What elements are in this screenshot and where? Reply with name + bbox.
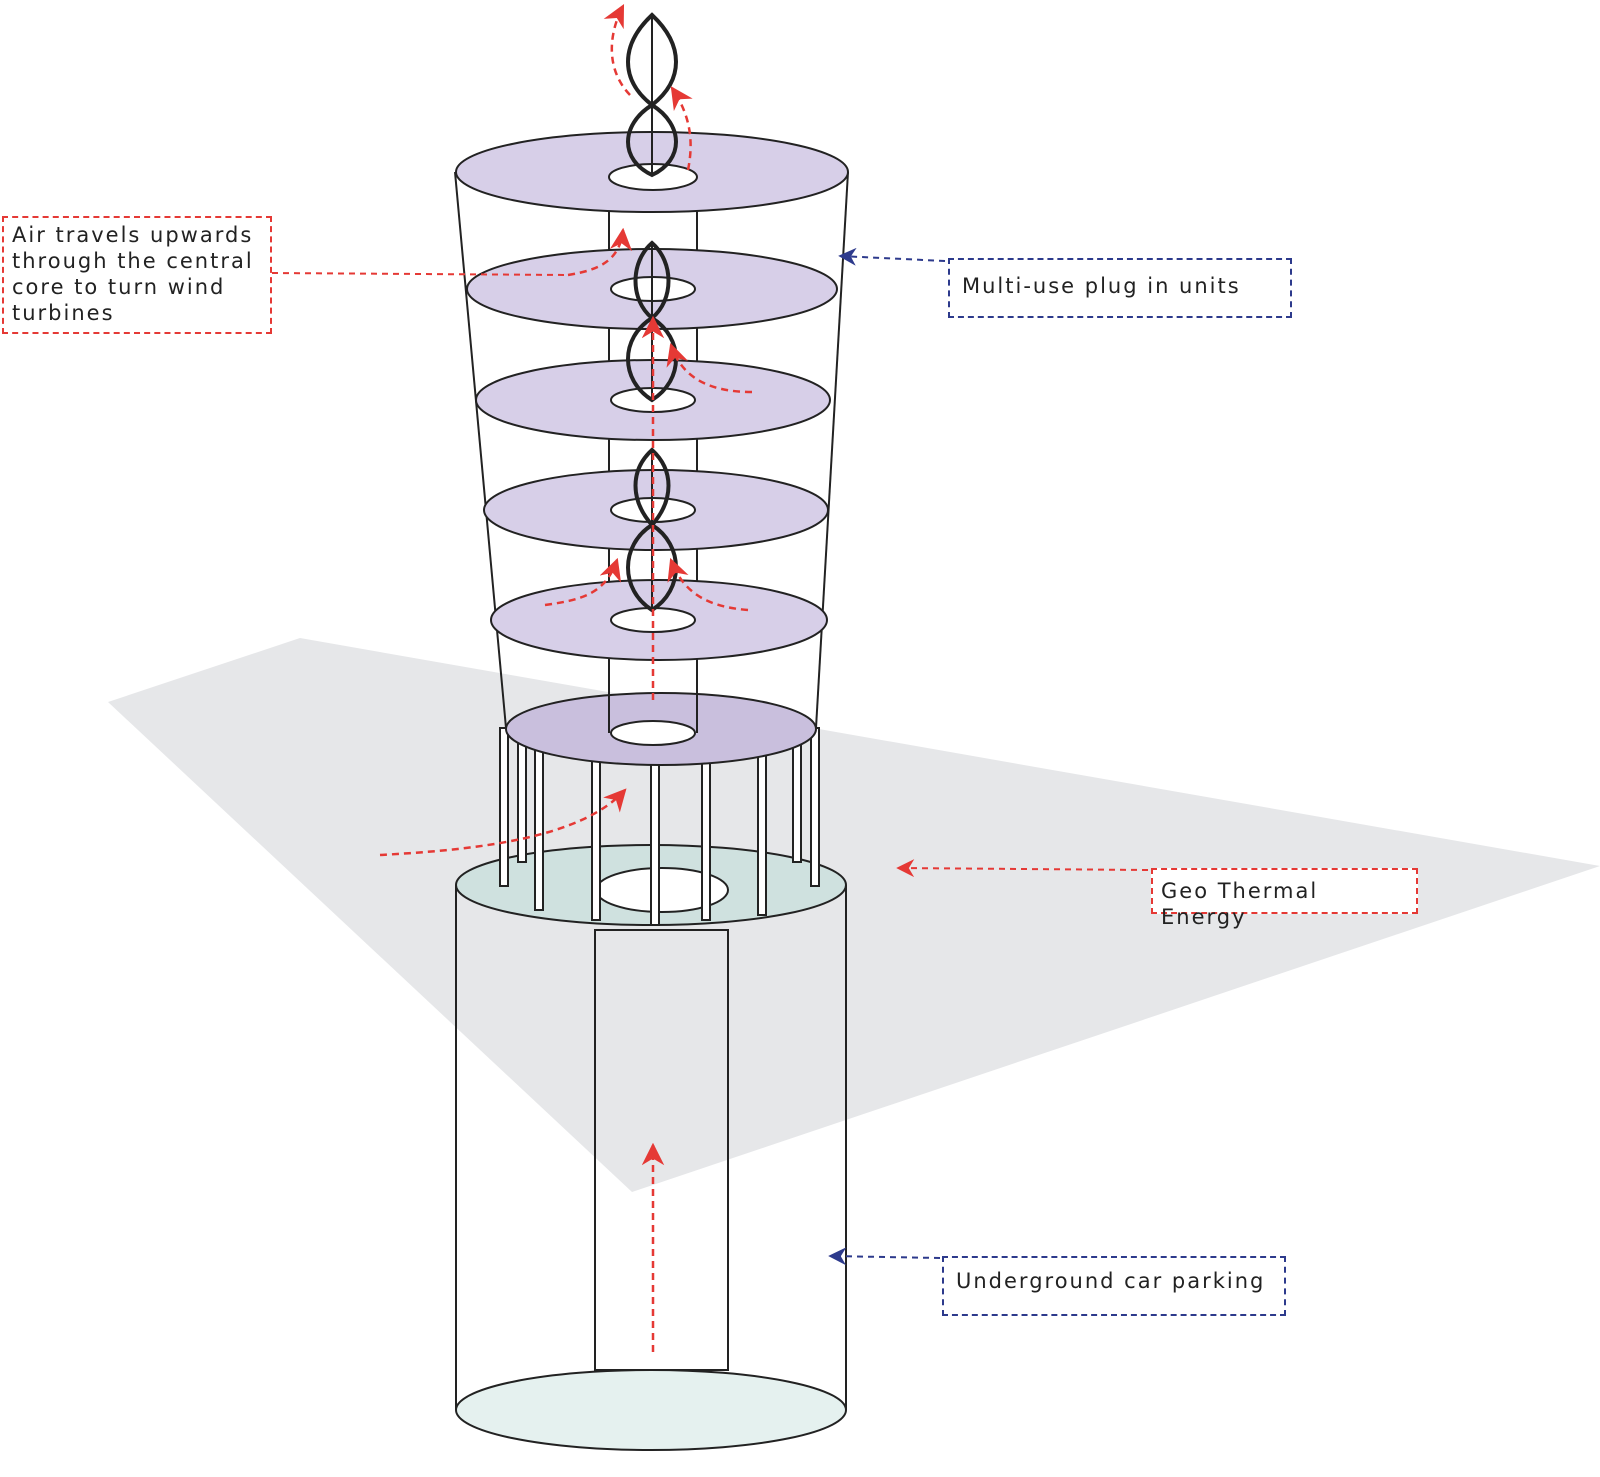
leader-parking xyxy=(828,1247,941,1266)
label-air-core: Air travels upwards through the central … xyxy=(2,216,272,334)
leader-air-core xyxy=(271,272,569,276)
label-plug-in-units: Multi-use plug in units xyxy=(948,258,1292,318)
support-pillars xyxy=(499,721,820,926)
label-geothermal: Geo Thermal Energy xyxy=(1151,868,1418,929)
label-underground-parking: Underground car parking xyxy=(942,1256,1286,1316)
underground-parking-cylinder xyxy=(455,844,847,1451)
leader-plug-in xyxy=(838,247,946,266)
leader-lines xyxy=(271,247,1149,1266)
leader-geothermal xyxy=(896,859,1149,878)
core-opening-lobby xyxy=(610,720,696,746)
ground-plane xyxy=(108,638,1600,1192)
airflow-arrows xyxy=(379,4,753,1352)
